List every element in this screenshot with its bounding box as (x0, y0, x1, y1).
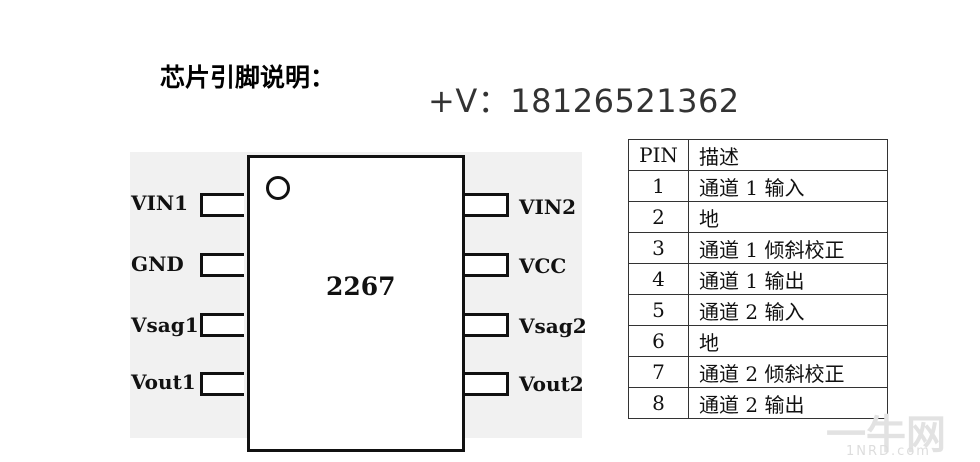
table-row: 1 通道 1 输入 (628, 170, 888, 202)
pin-label-vsag2: Vsag2 (519, 314, 587, 338)
table-cell-description: 地 (688, 201, 888, 233)
pin-label-vcc: VCC (519, 254, 567, 278)
watermark-logo: 一牛网 (826, 412, 946, 458)
table-row: 3 通道 1 倾斜校正 (628, 232, 888, 264)
table-header-pin: PIN (628, 139, 689, 171)
table-cell-description: 通道 2 输出 (688, 387, 888, 419)
chip-pin-5 (465, 372, 509, 396)
pin-description-table: PIN 描述 1 通道 1 输入 2 地 3 通道 1 倾斜校正 4 通道 1 … (628, 139, 888, 419)
table-cell-pin: 7 (628, 356, 689, 388)
table-cell-description: 通道 2 输入 (688, 294, 888, 326)
table-header-description: 描述 (688, 139, 888, 171)
table-cell-pin: 3 (628, 232, 689, 264)
table-cell-description: 通道 1 输出 (688, 263, 888, 295)
contact-number: +V：18126521362 (428, 82, 740, 120)
table-row: 2 地 (628, 201, 888, 233)
table-cell-pin: 4 (628, 263, 689, 295)
table-cell-description: 通道 2 倾斜校正 (688, 356, 888, 388)
page-heading: 芯片引脚说明： (160, 63, 336, 92)
table-row: 5 通道 2 输入 (628, 294, 888, 326)
pin-label-vout2: Vout2 (519, 372, 584, 396)
table-row: 6 地 (628, 325, 888, 357)
chip-label-patch (320, 318, 350, 334)
table-cell-description: 通道 1 倾斜校正 (688, 232, 888, 264)
pin-label-vin1: VIN1 (131, 191, 189, 215)
table-header-row: PIN 描述 (628, 139, 888, 171)
pin-label-vin2: VIN2 (519, 195, 577, 219)
watermark-domain: 1NRD.com (846, 444, 931, 459)
table-cell-pin: 5 (628, 294, 689, 326)
pin-label-gnd: GND (131, 252, 184, 276)
chip-label-patch (297, 262, 421, 318)
table-cell-pin: 6 (628, 325, 689, 357)
table-row: 7 通道 2 倾斜校正 (628, 356, 888, 388)
chip-pin-6 (465, 313, 509, 337)
chip-pin-2 (200, 253, 244, 277)
table-cell-description: 通道 1 输入 (688, 170, 888, 202)
table-cell-pin: 2 (628, 201, 689, 233)
pin-label-vout1: Vout1 (131, 370, 196, 394)
table-row: 8 通道 2 输出 (628, 387, 888, 419)
chip-pin-3 (200, 313, 244, 337)
chip-part-number: 2267 (326, 272, 396, 301)
chip-pin-8 (465, 193, 509, 217)
pin1-marker-icon (266, 176, 290, 200)
chip-pin-1 (200, 193, 244, 217)
table-cell-pin: 1 (628, 170, 689, 202)
chip-pin-4 (200, 372, 244, 396)
pin-label-vsag1: Vsag1 (131, 313, 199, 337)
chip-pin-7 (465, 253, 509, 277)
table-cell-description: 地 (688, 325, 888, 357)
table-row: 4 通道 1 输出 (628, 263, 888, 295)
table-cell-pin: 8 (628, 387, 689, 419)
